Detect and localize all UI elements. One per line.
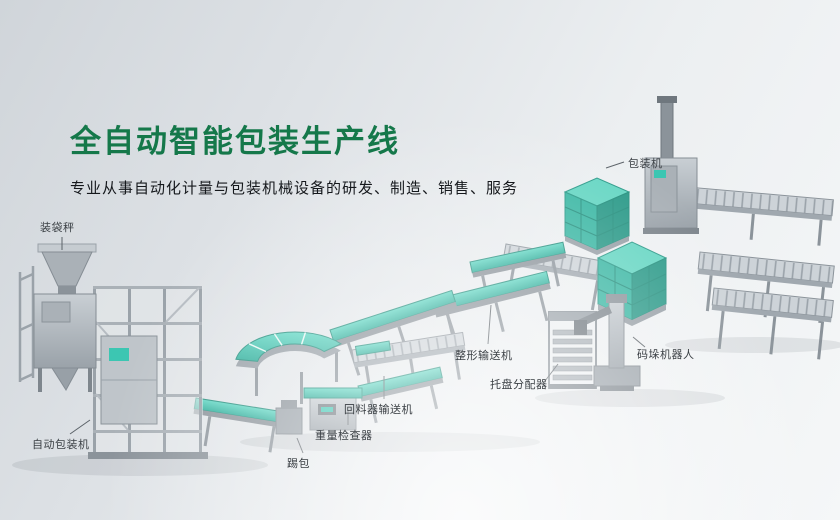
label-weight-checker: 重量检查器: [315, 430, 373, 442]
bagging-scale-machine: [33, 243, 97, 392]
label-auto-packing-machine: 自动包装机: [32, 439, 90, 451]
label-shaping-conveyor: 整形输送机: [455, 350, 513, 362]
pallet-load-lower: [596, 241, 668, 326]
curved-conveyor: [235, 331, 342, 404]
label-return-feeder-conveyor: 回料器输送机: [344, 404, 413, 416]
kick-bag-machine: [275, 400, 303, 435]
callout-lines: [61, 161, 646, 454]
label-bagging-scale: 装袋秤: [40, 222, 75, 234]
palletizing-robot-machine: [574, 294, 641, 391]
hero-text-block: 全自动智能包装生产线 专业从事自动化计量与包装机械设备的研发、制造、销售、服务: [70, 124, 518, 198]
floor-shadows: [12, 337, 840, 476]
packing-machine-tower: [643, 96, 699, 234]
label-packing-machine: 包装机: [628, 158, 663, 170]
label-pallet-dispenser: 托盘分配器: [490, 379, 548, 391]
page-subtitle: 专业从事自动化计量与包装机械设备的研发、制造、销售、服务: [70, 179, 519, 197]
pallet-load-upper: [563, 177, 631, 255]
label-palletizing-robot: 码垛机器人: [637, 349, 695, 361]
label-kick-bag: 踢包: [287, 458, 310, 470]
left-support-frame: [18, 266, 35, 382]
pallet-dispenser-machine: [548, 311, 597, 389]
page-title: 全自动智能包装生产线: [70, 124, 400, 159]
right-roller-conveyor-low: [711, 287, 834, 360]
return-feeder-conveyor-machine: [351, 331, 466, 394]
auto-packing-tower: [88, 286, 208, 459]
